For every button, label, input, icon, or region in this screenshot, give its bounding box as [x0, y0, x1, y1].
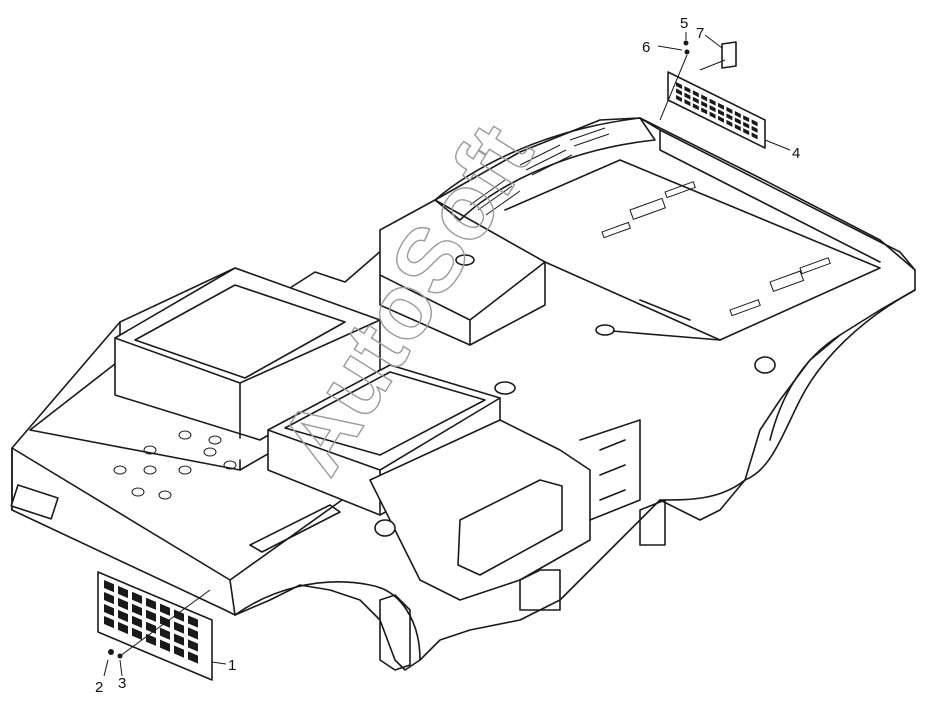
grille-part-1: [97, 571, 213, 681]
callout-5: 5: [680, 15, 688, 32]
left-box-front: [114, 319, 381, 439]
grille-cell: [751, 119, 758, 127]
grille-cell: [692, 96, 699, 104]
callout-3: 3: [118, 675, 126, 692]
callout-6: 6: [642, 39, 650, 56]
right-floor-inner: [599, 299, 721, 341]
grille-cell: [118, 597, 128, 611]
grille-cell: [676, 95, 682, 102]
left-box-top: [134, 284, 346, 379]
grille-cell: [726, 106, 733, 114]
grille-cell: [160, 639, 170, 652]
grille-cell: [692, 103, 699, 111]
grille-cell: [701, 107, 708, 115]
grille-1-cells: [104, 580, 198, 664]
cowl-louvres: [469, 127, 610, 216]
grille-cell: [709, 105, 716, 113]
clip-plate-part-7: [721, 41, 737, 69]
grille-cell: [751, 125, 758, 133]
left-front-slot: [10, 484, 59, 520]
grille-cell: [104, 604, 114, 617]
right-side-rail: [639, 117, 916, 271]
grille-cell: [718, 115, 724, 123]
side-window-cutout: [457, 479, 563, 576]
bolt-part-2: [108, 649, 114, 655]
callout-4: 4: [792, 145, 800, 162]
grille-cell: [160, 603, 170, 616]
grille-cell: [188, 615, 198, 628]
grille-cell: [743, 128, 750, 136]
grille-cell: [132, 615, 142, 629]
washer-part-6: [684, 49, 690, 55]
leader-lines: [103, 32, 791, 677]
callout-7: 7: [696, 25, 704, 42]
grille-cell: [676, 82, 682, 89]
callout-2: 2: [95, 679, 103, 696]
grille-cell: [160, 627, 170, 640]
grille-cell: [684, 86, 691, 94]
grille-cell: [174, 633, 184, 646]
cab-frame: [10, 117, 916, 671]
grille-cell: [188, 639, 198, 652]
center-box-top: [284, 371, 486, 456]
grille-4-plate: [667, 71, 766, 149]
grille-cell: [118, 621, 128, 635]
grille-cell: [684, 92, 691, 100]
grille-cell: [718, 109, 724, 117]
grille-part-4: [667, 71, 766, 149]
grille-cell: [146, 609, 156, 622]
callout-labels: 1 2 3 4 5 6 7: [95, 15, 800, 696]
right-fender: [659, 289, 916, 501]
grille-cell: [743, 121, 750, 129]
right-floor: [504, 159, 881, 341]
grille-cell: [104, 580, 114, 593]
grille-cell: [132, 591, 142, 605]
rear-cowl: [434, 117, 656, 221]
grille-cell: [146, 633, 156, 646]
callout-1: 1: [228, 657, 236, 674]
grille-cell: [692, 90, 699, 98]
grille-cell: [174, 621, 184, 634]
grille-cell: [709, 111, 716, 119]
rear-floor-step-edge: [379, 261, 546, 346]
right-fender-inner: [769, 334, 841, 441]
grille-cell: [160, 615, 170, 628]
grille-cell: [146, 597, 156, 610]
left-bracket-rail: [249, 504, 341, 553]
grille-cell: [118, 585, 128, 599]
grille-cell: [676, 88, 682, 96]
grille-cell: [132, 603, 142, 617]
grille-cell: [701, 100, 708, 108]
bolt-part-5: [683, 40, 689, 46]
grille-cell: [751, 132, 758, 140]
grille-cell: [132, 627, 142, 641]
grille-cell: [104, 616, 114, 629]
grille-cell: [188, 651, 198, 664]
grille-cell: [726, 119, 733, 127]
grille-cell: [734, 124, 741, 132]
grille-cell: [734, 117, 741, 125]
grille-cell: [118, 609, 128, 623]
deck-holes: [113, 430, 237, 500]
grille-cell: [718, 102, 724, 110]
grille-4-cells: [676, 82, 758, 140]
grille-cell: [709, 98, 716, 106]
grille-cell: [701, 94, 708, 102]
grille-cell: [174, 609, 184, 622]
grille-cell: [734, 111, 741, 119]
grille-cell: [104, 592, 114, 605]
floor-slots: [601, 181, 831, 317]
left-fender: [234, 581, 421, 661]
grille-cell: [174, 645, 184, 658]
grille-cell: [743, 115, 750, 123]
grille-cell: [726, 113, 733, 121]
lower-ribs: [379, 419, 666, 671]
bushings: [374, 254, 776, 537]
grille-cell: [188, 627, 198, 640]
grille-cell: [684, 99, 691, 107]
